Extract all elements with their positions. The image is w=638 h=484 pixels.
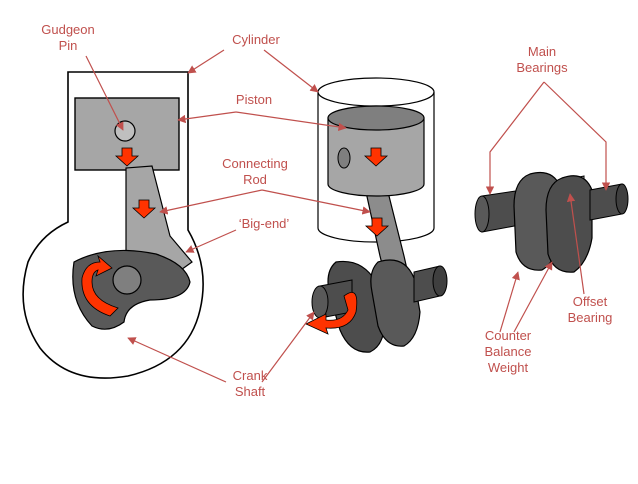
down-arrow-piston-left <box>114 147 140 167</box>
label-counter-balance-weight: Counter Balance Weight <box>484 328 532 375</box>
crank-shaft-right-end-3d <box>432 265 448 297</box>
leader-cylinder-left <box>187 49 225 74</box>
down-arrow-rod-left <box>131 199 157 219</box>
crank-shaft-end-3d <box>311 285 329 319</box>
leader-lines <box>85 49 611 383</box>
cross-section-drawing <box>22 71 204 379</box>
label-offset-bearing: Offset Bearing <box>567 294 613 325</box>
leader-gudgeon-pin <box>85 55 124 131</box>
leader-main-bearing-left <box>485 81 545 195</box>
main-shaft-left-end <box>474 195 490 233</box>
down-arrow-piston-mid <box>363 147 389 167</box>
leader-piston-right <box>235 111 347 132</box>
counter-weight-right <box>545 175 593 273</box>
crankshaft-drawing <box>474 171 629 273</box>
leader-counter-weight-right <box>513 261 553 333</box>
gudgeon-pin-section <box>114 120 136 142</box>
label-crank-shaft: Crank Shaft <box>232 368 268 399</box>
cutaway-drawing <box>305 77 448 353</box>
gudgeon-pin-3d <box>337 147 351 169</box>
leader-counter-weight-left <box>499 271 520 333</box>
leader-big-end <box>185 229 237 253</box>
label-big-end: ‘Big-end’ <box>238 216 290 231</box>
piston-3d-top <box>327 105 425 131</box>
label-gudgeon-pin: Gudgeon Pin <box>41 22 95 53</box>
leader-crank-right <box>261 311 315 383</box>
leader-crank-left <box>127 337 227 383</box>
leader-main-bearing-right <box>543 81 611 191</box>
label-piston: Piston <box>235 92 273 107</box>
leader-rod-right <box>261 189 371 215</box>
rotation-arrow-mid <box>305 292 358 335</box>
label-cylinder: Cylinder <box>232 32 280 47</box>
big-end-journal-section <box>112 265 142 295</box>
leader-cylinder-right <box>263 49 319 93</box>
crank-web-3d-front <box>370 259 421 347</box>
main-shaft-right-end <box>615 183 629 215</box>
label-connecting-rod: Connecting Rod <box>222 156 288 187</box>
leader-rod-left <box>159 189 263 215</box>
cylinder-top <box>317 77 435 107</box>
rotation-arrow-left <box>81 254 119 317</box>
cylinder-wall <box>317 92 435 243</box>
label-main-bearings: Main Bearings <box>516 44 568 75</box>
down-arrow-rod-mid <box>364 217 390 237</box>
leader-piston-left <box>177 111 237 124</box>
leader-offset-bearing <box>566 193 585 295</box>
